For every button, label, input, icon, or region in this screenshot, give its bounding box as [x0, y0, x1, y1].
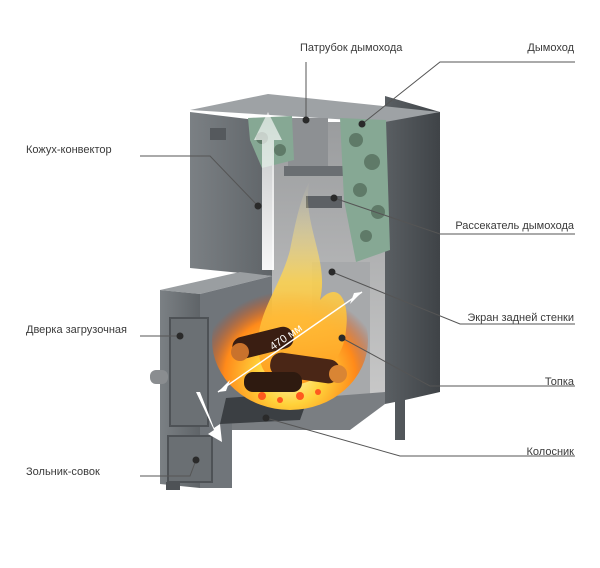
- loading-door-part: [169, 317, 209, 427]
- ash-pan-part: [167, 435, 213, 483]
- airflow-arrow-in: [196, 392, 222, 442]
- label-ash-pan: Зольник-совок: [26, 466, 100, 478]
- casing-top-rim: [190, 94, 440, 122]
- label-back-wall-screen: Экран задней стенки: [467, 312, 574, 324]
- label-grate: Колосник: [526, 446, 574, 458]
- stove-leg: [166, 482, 180, 490]
- firebox-top: [160, 272, 272, 294]
- airflow-arrow-up: [254, 112, 282, 270]
- label-loading-door: Дверка загрузочная: [26, 324, 127, 336]
- label-casing-convector: Кожух-конвектор: [26, 144, 112, 156]
- label-chimney: Дымоход: [527, 42, 574, 54]
- flue-pipe-part: [288, 118, 328, 168]
- logs: [231, 326, 347, 392]
- label-firebox: Топка: [544, 376, 574, 388]
- leader-lines: [140, 61, 575, 477]
- dimension-line: [217, 291, 363, 393]
- casing-slot: [210, 128, 226, 140]
- label-flue-splitter: Рассекатель дымохода: [455, 220, 574, 232]
- leader-dots: [176, 116, 366, 464]
- casing-front-panel: [190, 112, 272, 276]
- embers: [258, 389, 321, 403]
- label-flue-pipe: Патрубок дымохода: [300, 42, 403, 54]
- flue-splitter-part: [284, 166, 346, 176]
- door-handle: [150, 370, 168, 384]
- casing-right-side: [385, 96, 440, 440]
